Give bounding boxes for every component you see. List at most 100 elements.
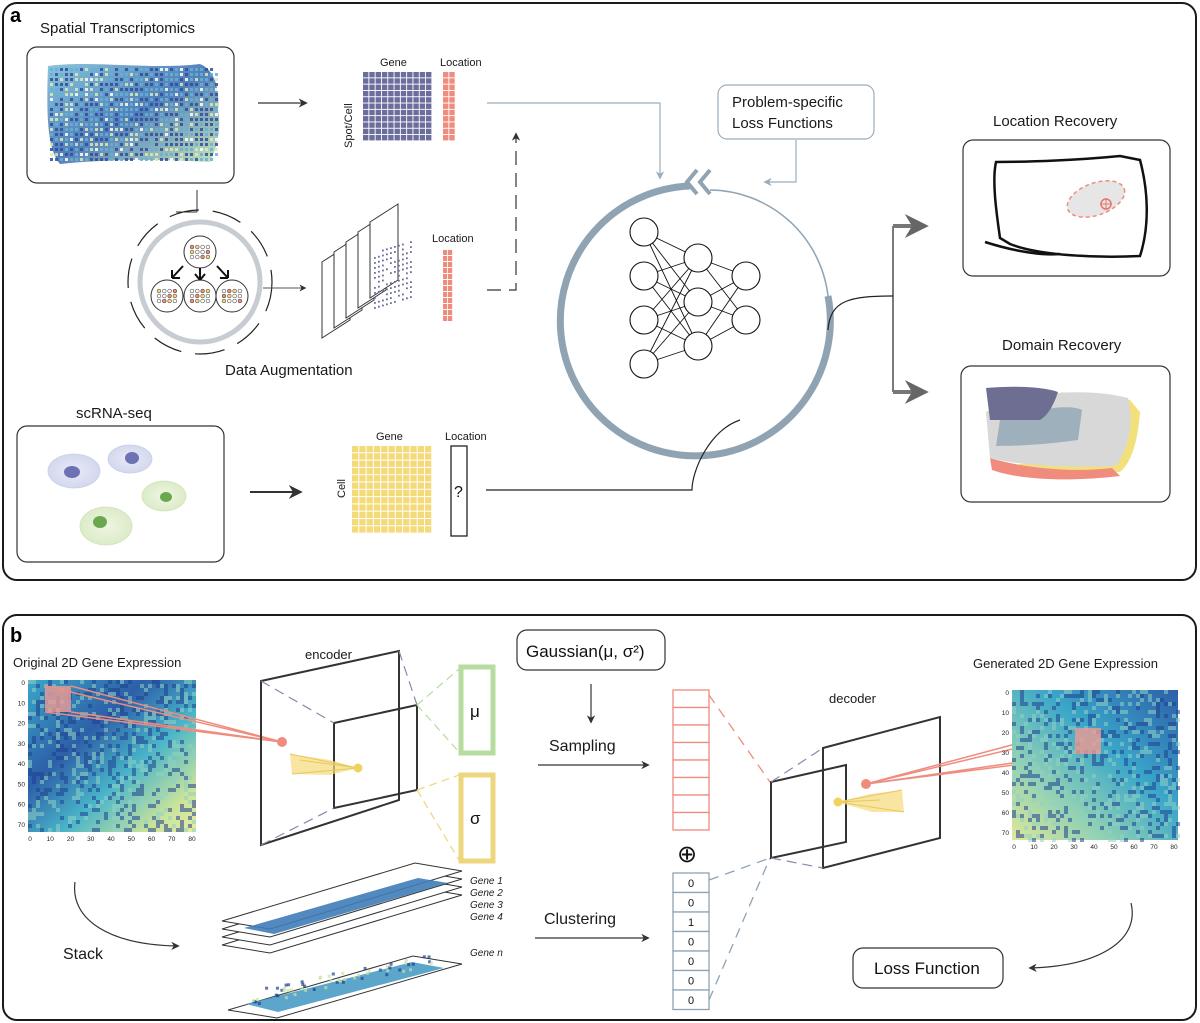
spot <box>170 73 173 76</box>
spot <box>160 128 163 131</box>
x-tick-label: 40 <box>1090 844 1098 851</box>
gene-cell <box>363 116 369 122</box>
latent-cell <box>672 776 710 796</box>
loss-functions-line1: Problem-specific <box>732 94 843 111</box>
spot <box>115 103 118 106</box>
heat-pixel <box>1164 702 1168 706</box>
spot <box>170 153 173 156</box>
heat-pixel <box>1020 694 1024 698</box>
heat-pixel <box>132 824 136 828</box>
heat-pixel <box>68 720 72 724</box>
heat-pixel <box>1056 714 1060 718</box>
dish-dot <box>237 293 243 299</box>
augmented-dot <box>410 286 412 288</box>
heat-pixel <box>120 808 124 812</box>
spot <box>145 123 148 126</box>
spot <box>170 103 173 106</box>
spot <box>75 78 78 81</box>
augmented-dot <box>406 272 408 275</box>
heat-pixel <box>112 736 116 740</box>
heat-pixel <box>1100 698 1104 702</box>
spot <box>200 128 203 131</box>
latent-cell <box>672 706 710 726</box>
heat-pixel <box>76 732 80 736</box>
spot <box>100 143 103 146</box>
heat-pixel <box>1028 770 1032 774</box>
spot <box>155 123 158 126</box>
heat-pixel <box>160 696 164 700</box>
heat-pixel <box>1164 818 1168 822</box>
heat-pixel <box>1080 838 1084 842</box>
heat-pixel <box>60 732 64 736</box>
heat-pixel <box>148 764 152 768</box>
heat-pixel <box>1060 786 1064 790</box>
cluster-value: 0 <box>688 956 694 968</box>
heat-pixel <box>180 772 184 776</box>
heat-pixel <box>1156 774 1160 778</box>
heat-pixel <box>1088 694 1092 698</box>
heat-pixel <box>1160 822 1164 826</box>
heat-pixel <box>132 780 136 784</box>
spot <box>65 148 68 151</box>
gene-layer-image-n <box>246 962 444 1012</box>
heat-pixel <box>144 712 148 716</box>
dish-dot <box>195 298 200 304</box>
location-cell <box>443 135 449 141</box>
sc-gene-cell <box>359 467 366 475</box>
gene-cell <box>426 90 432 97</box>
spot <box>145 93 148 96</box>
heat-pixel <box>80 772 84 776</box>
heat-pixel <box>60 772 64 776</box>
spot <box>210 128 213 131</box>
augmented-location-cell <box>448 268 453 273</box>
heat-pixel <box>172 740 176 744</box>
latent-to-decoder-links <box>708 694 771 1001</box>
augmented-dot <box>382 289 384 292</box>
heat-pixel <box>1072 830 1076 834</box>
sc-gene-cell <box>373 446 381 453</box>
heat-pixel <box>80 784 84 788</box>
spot <box>130 128 133 131</box>
heat-pixel <box>1108 830 1112 834</box>
gene-layer-pixel <box>411 962 415 966</box>
spatial-title: Spatial Transcriptomics <box>40 20 195 37</box>
gene-cell <box>426 116 432 122</box>
heat-pixel <box>1136 774 1140 778</box>
gene-cell <box>400 90 407 97</box>
heat-pixel <box>168 712 172 716</box>
heat-pixel <box>1032 778 1036 782</box>
heat-pixel <box>1148 710 1152 714</box>
spot <box>210 78 213 81</box>
spot <box>60 138 63 141</box>
heat-pixel <box>124 764 128 768</box>
spot <box>160 98 163 101</box>
dish-dot <box>189 293 195 299</box>
dish-dot <box>167 298 172 304</box>
spot <box>80 108 83 111</box>
dish-dot <box>221 298 227 304</box>
heat-pixel <box>1076 818 1080 822</box>
spot <box>165 68 168 71</box>
spot <box>210 73 213 76</box>
spot <box>65 78 68 81</box>
heat-pixel <box>160 684 164 688</box>
gene-cell <box>388 135 394 141</box>
spot <box>125 98 128 101</box>
gene-cell <box>407 103 413 109</box>
heat-pixel <box>120 680 124 684</box>
heat-pixel <box>1088 814 1092 818</box>
heat-pixel <box>140 708 144 712</box>
heat-pixel <box>1172 778 1176 782</box>
sc-gene-cell <box>425 519 432 526</box>
spot <box>80 78 83 81</box>
augmented-location-cell <box>448 292 453 297</box>
gene-layer-name: Gene 1 <box>470 876 503 887</box>
loss-function-label: Loss Function <box>874 959 980 978</box>
augmented-dot <box>382 279 384 282</box>
spot <box>130 73 133 76</box>
heat-pixel <box>1048 774 1052 778</box>
heat-pixel <box>1028 742 1032 746</box>
spot <box>155 143 158 146</box>
augmented-dot <box>398 264 400 267</box>
spot <box>110 158 113 161</box>
